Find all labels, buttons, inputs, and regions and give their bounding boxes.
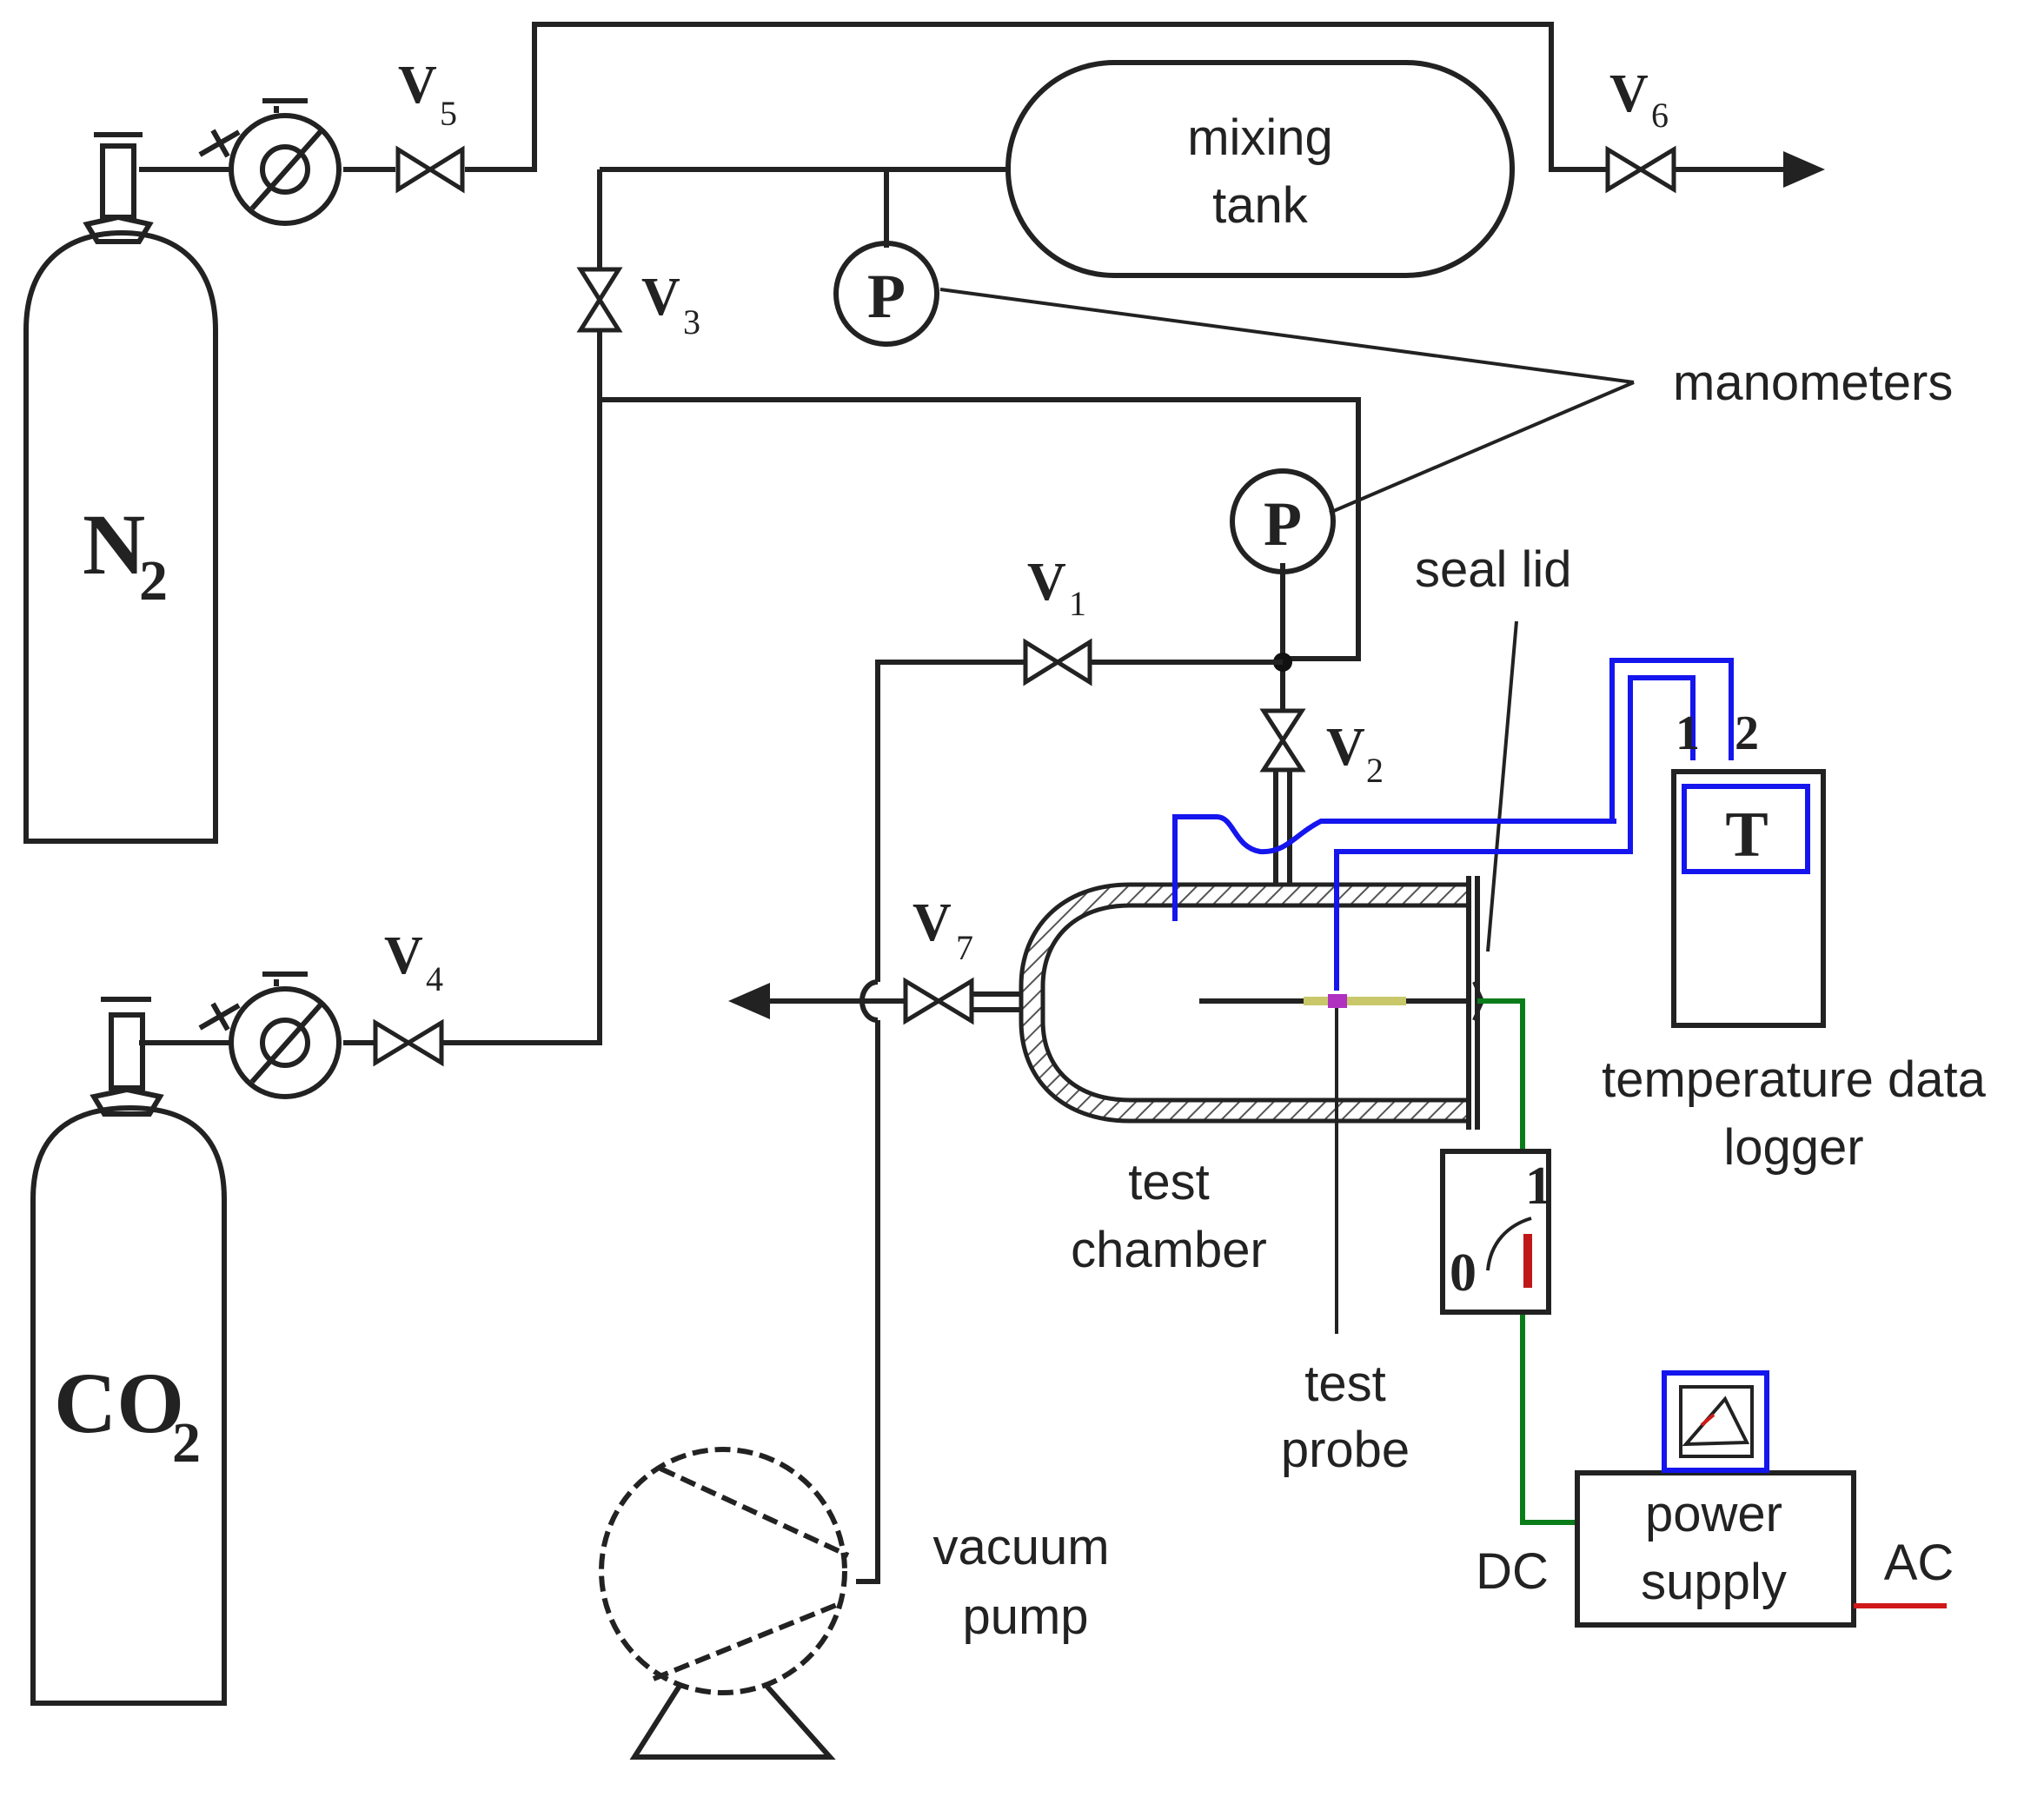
test-probe-label-line1: test	[1304, 1356, 1386, 1412]
manometers-label: manometers	[1673, 355, 1953, 411]
switch-off-label: 0	[1450, 1243, 1477, 1303]
seal-lid-leader	[1486, 620, 1518, 952]
mixing-tank: mixing tank	[1005, 60, 1515, 278]
dc-wire-bottom	[1520, 1312, 1577, 1525]
valve-v3-subscript: 3	[683, 302, 700, 341]
co2-subscript: 2	[172, 1411, 201, 1475]
logger-label-line2: logger	[1723, 1119, 1863, 1176]
dc-wire-top	[1477, 998, 1525, 1151]
power-supply-label-line1: power	[1645, 1486, 1782, 1542]
valve-v1-subscript: 1	[1069, 584, 1086, 623]
test-probe-label-line2: probe	[1281, 1422, 1410, 1478]
valve-v2-subscript: 2	[1366, 751, 1384, 790]
vacuum-pump: vacuum pump	[599, 1447, 1110, 1760]
valve-v2-label: V	[1326, 718, 1365, 777]
valve-v4-label: V	[384, 926, 423, 985]
power-supply-label-line2: supply	[1641, 1554, 1787, 1610]
valve-v3[interactable]: V 3	[576, 267, 700, 341]
co2-cylinder: CO 2	[30, 997, 227, 1706]
piping	[139, 22, 1825, 1584]
seal-lid-label: seal lid	[1415, 541, 1572, 598]
n2-cylinder: N 2	[23, 132, 218, 844]
valve-v2[interactable]: V 2	[1259, 708, 1384, 790]
test-chamber-label-line2: chamber	[1071, 1222, 1267, 1278]
logger-channel-1: 1	[1676, 706, 1700, 760]
logger-label-line1: temperature data	[1602, 1051, 1986, 1108]
valve-v1[interactable]: V 1	[1023, 553, 1092, 686]
power-switch[interactable]: 1 0	[1440, 1149, 1552, 1315]
valve-v5[interactable]: V 5	[395, 56, 465, 194]
ac-label: AC	[1884, 1535, 1954, 1591]
manometer-2-symbol: P	[1264, 489, 1302, 559]
logger-display-symbol: T	[1725, 799, 1768, 871]
temperature-data-logger: T 1 2 temperature data logger	[1602, 706, 1986, 1176]
manometer-1-symbol: P	[867, 262, 906, 331]
valve-v6[interactable]: V 6	[1605, 64, 1676, 194]
valve-v5-label: V	[398, 56, 437, 115]
valve-v4[interactable]: V 4	[373, 926, 444, 1067]
mixing-tank-label-line2: tank	[1212, 177, 1309, 234]
valve-v7-label: V	[912, 893, 952, 952]
valve-v6-label: V	[1609, 64, 1649, 123]
valve-v5-subscript: 5	[440, 94, 457, 133]
logger-channel-2: 2	[1735, 706, 1759, 760]
valve-v7[interactable]: V 7	[903, 893, 974, 1025]
test-chamber: test chamber	[1019, 876, 1485, 1278]
valve-v7-subscript: 7	[956, 928, 973, 967]
thermocouple-wires	[1172, 658, 1734, 991]
mixing-tank-label-line1: mixing	[1187, 109, 1333, 166]
n2-label: N	[83, 496, 145, 593]
co2-regulator	[198, 971, 342, 1099]
valve-v4-subscript: 4	[426, 959, 443, 998]
power-supply: power supply	[1575, 1370, 1856, 1628]
co2-label: CO	[54, 1355, 184, 1451]
manometer-1: P	[833, 241, 939, 347]
valve-v6-subscript: 6	[1651, 96, 1669, 135]
valve-v3-label: V	[641, 268, 680, 327]
n2-subscript: 2	[139, 549, 168, 613]
n2-regulator	[198, 98, 342, 226]
test-chamber-label-line1: test	[1128, 1154, 1210, 1210]
vacuum-pump-label-line2: pump	[962, 1588, 1088, 1645]
vacuum-pump-label-line1: vacuum	[932, 1519, 1109, 1575]
valve-v1-label: V	[1027, 553, 1066, 612]
manometer-2: P	[1230, 468, 1336, 574]
dc-label: DC	[1476, 1543, 1549, 1600]
switch-on-label: 1	[1525, 1157, 1552, 1216]
